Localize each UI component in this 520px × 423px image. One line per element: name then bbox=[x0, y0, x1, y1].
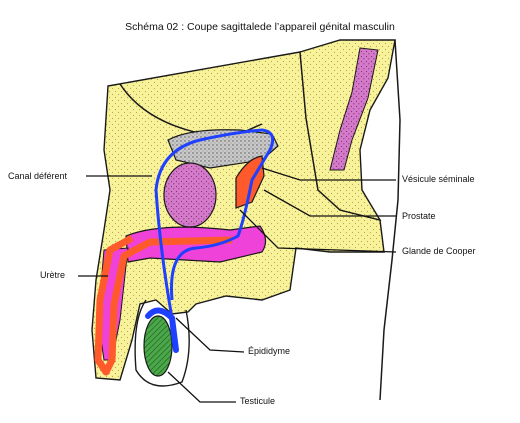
label-epididyme: Épididyme bbox=[248, 346, 291, 356]
leader-epididyme bbox=[175, 317, 245, 353]
vas-deferens bbox=[154, 128, 275, 319]
leader-cooper bbox=[239, 209, 397, 253]
body-outline-back bbox=[379, 39, 401, 401]
label-testicule: Testicule bbox=[240, 396, 276, 406]
label-uretre: Urètre bbox=[40, 270, 66, 280]
label-prostate: Prostate bbox=[402, 211, 436, 221]
rectum-wall bbox=[329, 47, 379, 171]
prostate bbox=[163, 162, 217, 228]
leader-testicule bbox=[167, 371, 236, 403]
label-glande-cooper: Glande de Cooper bbox=[402, 246, 476, 256]
label-vesicule-seminale: Vésicule séminale bbox=[402, 174, 475, 184]
leader-vesicule bbox=[261, 167, 396, 181]
scrotum-outline bbox=[134, 299, 190, 387]
leader-prostate bbox=[263, 189, 396, 217]
diagram-title: Schéma 02 : Coupe sagittalede l’appareil… bbox=[125, 21, 395, 33]
testis bbox=[143, 315, 173, 377]
urethra bbox=[94, 234, 233, 376]
label-canal-deferent: Canal déférent bbox=[8, 171, 68, 181]
